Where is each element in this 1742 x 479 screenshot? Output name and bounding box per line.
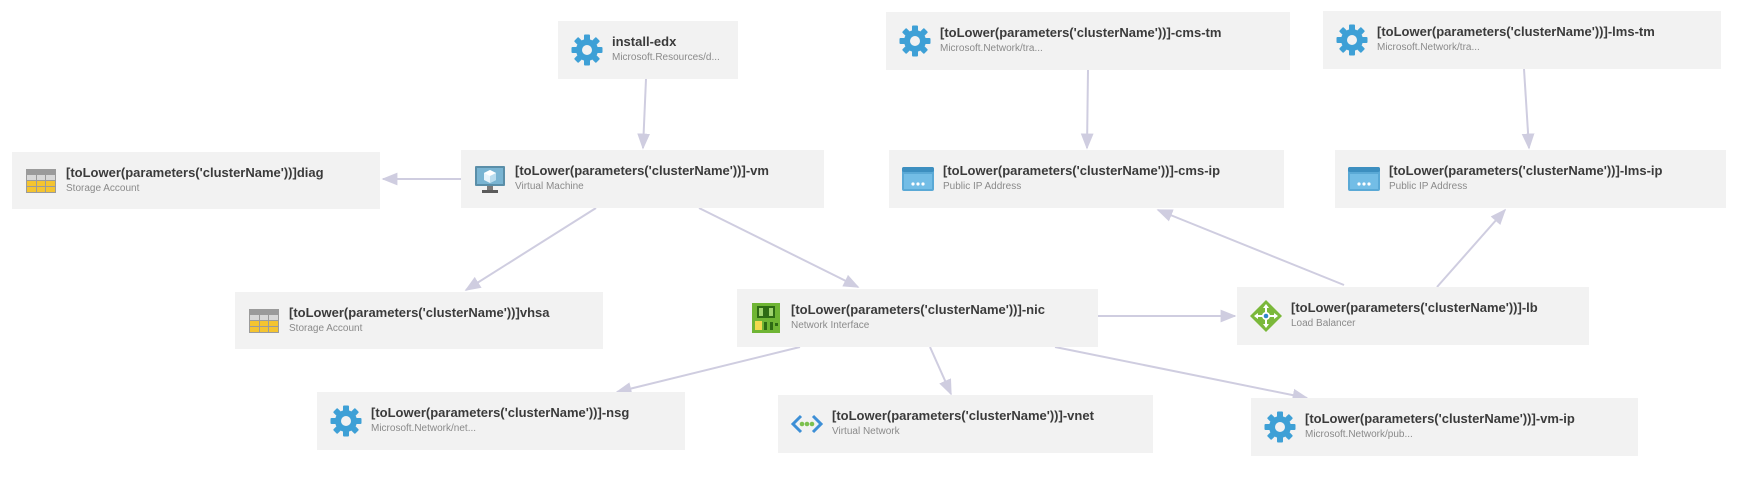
node-subtitle: Microsoft.Resources/d... — [612, 52, 720, 63]
node-subtitle: Microsoft.Network/tra... — [940, 43, 1043, 54]
node-subtitle: Microsoft.Network/pub... — [1305, 429, 1413, 440]
node-lms-ip[interactable]: [toLower(parameters('clusterName'))]-lms… — [1335, 150, 1726, 208]
gear-icon — [1335, 23, 1369, 57]
public-ip-icon — [901, 162, 935, 196]
network-interface-icon — [749, 301, 783, 335]
edge-vm-to-nic — [698, 207, 860, 288]
node-title: [toLower(parameters('clusterName'))]-vm-… — [1305, 411, 1575, 426]
node-title: [toLower(parameters('clusterName'))]-nic — [791, 302, 1045, 317]
node-vhsa[interactable]: [toLower(parameters('clusterName'))]vhsa… — [235, 292, 603, 349]
load-balancer-icon — [1249, 299, 1283, 333]
node-subtitle: Storage Account — [289, 323, 363, 334]
node-diag[interactable]: [toLower(parameters('clusterName'))]diag… — [12, 152, 380, 209]
node-title: [toLower(parameters('clusterName'))]-cms… — [943, 163, 1221, 178]
node-lms-tm[interactable]: [toLower(parameters('clusterName'))]-lms… — [1323, 11, 1721, 69]
edge-nic-to-vnet — [929, 346, 952, 396]
node-cms-ip[interactable]: [toLower(parameters('clusterName'))]-cms… — [889, 150, 1284, 208]
node-subtitle: Microsoft.Network/tra... — [1377, 42, 1480, 53]
node-subtitle: Load Balancer — [1291, 318, 1356, 329]
node-title: [toLower(parameters('clusterName'))]-lms… — [1377, 24, 1655, 39]
edge-vm-to-vhsa — [464, 207, 597, 291]
node-title: [toLower(parameters('clusterName'))]diag — [66, 165, 324, 180]
edge-cms-tm-to-cms-ip — [1080, 69, 1094, 150]
edge-lb-to-lms-ip — [1436, 208, 1507, 288]
node-title: [toLower(parameters('clusterName'))]-lms… — [1389, 163, 1663, 178]
edge-nic-to-vm-ip — [1054, 346, 1309, 402]
node-subtitle: Storage Account — [66, 183, 140, 194]
edge-nic-to-nsg — [615, 346, 801, 395]
node-cms-tm[interactable]: [toLower(parameters('clusterName'))]-cms… — [886, 12, 1290, 70]
node-subtitle: Public IP Address — [943, 181, 1022, 192]
node-subtitle: Network Interface — [791, 320, 870, 331]
node-nic[interactable]: [toLower(parameters('clusterName'))]-nic… — [737, 289, 1098, 347]
node-title: [toLower(parameters('clusterName'))]-lb — [1291, 300, 1538, 315]
public-ip-icon — [1347, 162, 1381, 196]
node-title: install-edx — [612, 34, 677, 49]
node-title: [toLower(parameters('clusterName'))]vhsa — [289, 305, 550, 320]
gear-icon — [570, 33, 604, 67]
storage-account-icon — [247, 304, 281, 338]
edge-install-edx-to-vm — [637, 78, 651, 150]
virtual-machine-icon — [473, 162, 507, 196]
gear-icon — [329, 404, 363, 438]
storage-account-icon — [24, 164, 58, 198]
node-subtitle: Public IP Address — [1389, 181, 1468, 192]
node-vnet[interactable]: [toLower(parameters('clusterName'))]-vne… — [778, 395, 1153, 453]
virtual-network-icon — [790, 407, 824, 441]
node-title: [toLower(parameters('clusterName'))]-cms… — [940, 25, 1222, 40]
node-subtitle: Virtual Network — [832, 426, 900, 437]
edge-lb-to-cms-ip — [1156, 209, 1345, 286]
gear-icon — [898, 24, 932, 58]
gear-icon — [1263, 410, 1297, 444]
edge-lms-tm-to-lms-ip — [1521, 68, 1535, 150]
node-title: [toLower(parameters('clusterName'))]-vm — [515, 163, 769, 178]
node-title: [toLower(parameters('clusterName'))]-vne… — [832, 408, 1094, 423]
node-nsg[interactable]: [toLower(parameters('clusterName'))]-nsg… — [317, 392, 685, 450]
node-subtitle: Microsoft.Network/net... — [371, 423, 477, 434]
node-subtitle: Virtual Machine — [515, 181, 584, 192]
node-vm-ip[interactable]: [toLower(parameters('clusterName'))]-vm-… — [1251, 398, 1638, 456]
node-title: [toLower(parameters('clusterName'))]-nsg — [371, 405, 630, 420]
